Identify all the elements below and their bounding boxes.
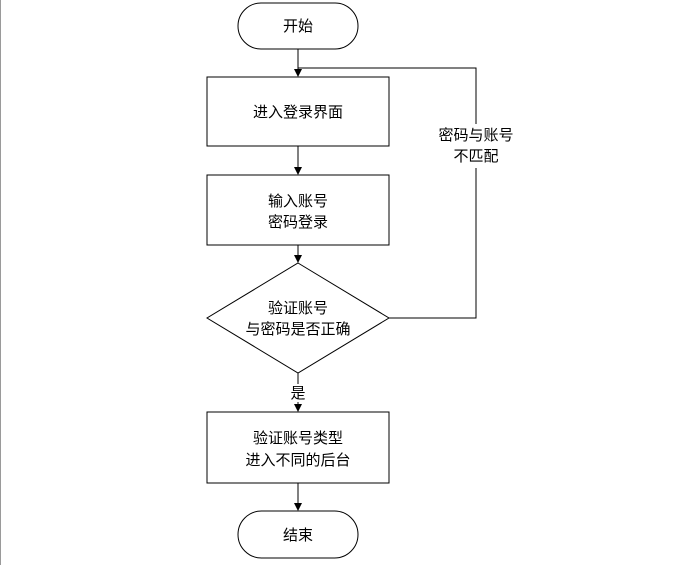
mismatch-loop [298, 67, 477, 319]
route-box [206, 411, 390, 484]
verify-label-2: 与密码是否正确 [245, 320, 350, 338]
verify-label-1: 验证账号 [268, 299, 328, 317]
enter-login-label: 进入登录界面 [253, 103, 343, 121]
yes-label: 是 [290, 384, 305, 402]
verify-decision [206, 262, 390, 374]
enter-login-box [206, 76, 390, 147]
end-terminal [237, 510, 359, 559]
input-account-label-2: 密码登录 [268, 213, 328, 231]
route-label-1: 验证账号类型 [253, 429, 343, 447]
start-label: 开始 [283, 17, 313, 35]
mismatch-label-bg [430, 124, 522, 168]
mismatch-label-2: 不匹配 [453, 147, 498, 165]
route-label-2: 进入不同的后台 [245, 451, 350, 469]
input-account-box [206, 174, 390, 246]
mismatch-label-1: 密码与账号 [438, 126, 513, 144]
input-account-label-1: 输入账号 [268, 192, 328, 210]
end-label: 结束 [283, 526, 313, 544]
yes-label-bg [289, 384, 309, 402]
